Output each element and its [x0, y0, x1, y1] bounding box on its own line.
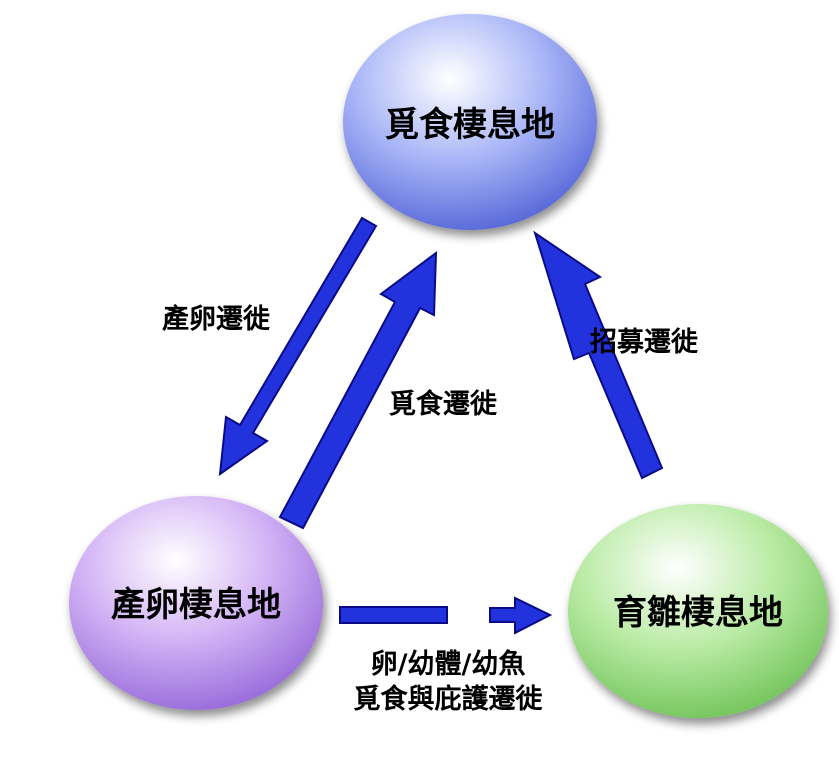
edge-label-egg-larvae-line2: 覓食與庇護遷徙: [354, 683, 543, 715]
edge-label-egg-larvae-line1: 卵/幼體/幼魚: [371, 648, 526, 680]
egg-larvae-migration-arrow-head: [489, 596, 553, 635]
node-foraging-label: 覓食棲息地: [385, 105, 555, 145]
node-nursery-label: 育雛棲息地: [613, 593, 783, 633]
egg-larvae-migration-arrow-tail: [339, 606, 448, 624]
spawning-migration-arrow: [218, 216, 378, 477]
foraging-migration-arrow: [278, 250, 438, 530]
node-nursery-habitat: 育雛棲息地: [568, 504, 828, 718]
node-spawning-habitat: 產卵棲息地: [69, 496, 323, 710]
node-foraging-habitat: 覓食棲息地: [343, 14, 597, 230]
recruitment-migration-arrow: [533, 230, 664, 480]
edge-label-foraging-migration: 覓食遷徙: [389, 388, 497, 420]
node-spawning-label: 產卵棲息地: [111, 585, 281, 625]
edge-label-recruitment-migration: 招募遷徙: [590, 326, 698, 358]
edge-label-spawning-migration: 產卵遷徙: [162, 303, 270, 335]
